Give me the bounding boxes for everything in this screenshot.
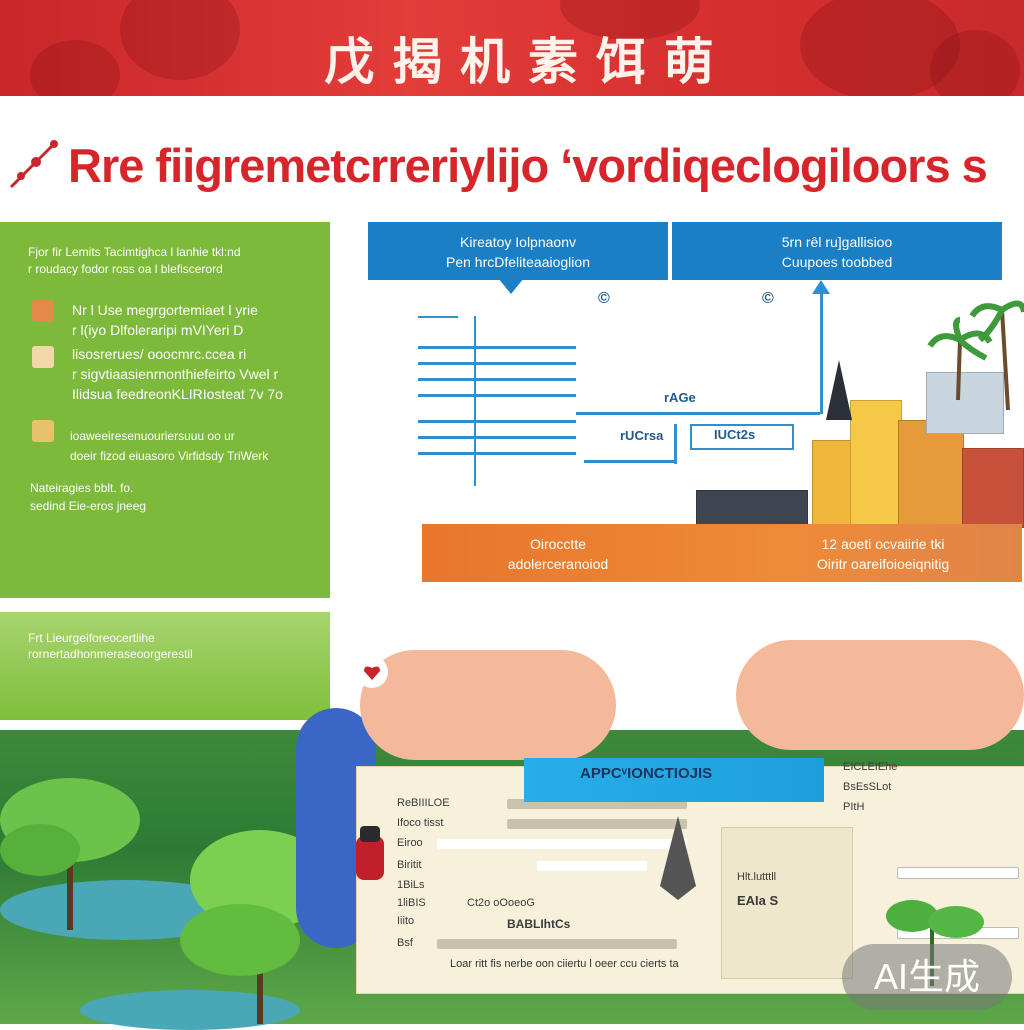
strip-line: rornertadhonmeraseoorgerestil bbox=[28, 647, 193, 661]
stapler-icon bbox=[356, 826, 384, 880]
camera-icon: © bbox=[598, 290, 610, 307]
document-footer: Loar ritt fis nerbe oon ciiertu l oeer c… bbox=[450, 958, 679, 970]
banner-title: 戊 揭 机 素 饵 萌 bbox=[324, 34, 716, 90]
diagram-header-right: 5rn rêl ru]gallisioo Cuupoes toobbed bbox=[672, 222, 1002, 280]
orange-bar-line: adolerceranoiod bbox=[507, 556, 609, 572]
panel-intro-line: r roudacy fodor ross oa l blefiscerord bbox=[28, 262, 223, 276]
arrow-up-icon bbox=[812, 280, 830, 294]
doc-row-label: Ifoco tisst bbox=[397, 817, 444, 829]
hand-left bbox=[360, 650, 616, 760]
diagram-line bbox=[584, 460, 674, 463]
panel-item-line: Ilidsua feedreonKLIRIosteat 7v 7o bbox=[72, 386, 283, 402]
pen-icon bbox=[660, 816, 696, 900]
doc-row-bar bbox=[507, 819, 687, 829]
panel-item-line: sedind Eie-eros jneeg bbox=[30, 499, 147, 513]
palm-tree-icon bbox=[969, 300, 1024, 411]
doc-row-label: Iiito bbox=[397, 915, 415, 927]
orange-bar-line: Oirocctte bbox=[529, 536, 586, 552]
banner-texture bbox=[800, 0, 960, 100]
diagram-header-left: Kireatoy Iolpnaonv Pen hrcDfeliteaaiogli… bbox=[368, 222, 668, 280]
building bbox=[696, 490, 808, 526]
diagram-line bbox=[418, 346, 576, 349]
document-icon bbox=[32, 346, 54, 368]
doc-row-label: EAIa S bbox=[737, 893, 779, 908]
diagram-line bbox=[820, 290, 823, 414]
ai-generated-badge: AI生成 bbox=[842, 944, 1012, 1010]
tree-branch-icon bbox=[9, 140, 58, 189]
tree-icon bbox=[0, 778, 140, 930]
orange-bar-line: 12 aoeti ocvaiirie tki bbox=[821, 536, 945, 552]
doc-row-bar bbox=[437, 939, 677, 949]
headline: Rre fiigremetcrreriylijo ‘vordiqeclogilo… bbox=[68, 139, 988, 192]
diagram-line bbox=[474, 316, 476, 486]
header-line: Kireatoy Iolpnaonv bbox=[460, 234, 576, 250]
panel-item-line: Nr l Use megrgortemiaet l yrie bbox=[72, 302, 258, 318]
diagram-box bbox=[690, 424, 794, 450]
doc-row-label: EICLEIEhe bbox=[843, 761, 898, 773]
headline-band bbox=[0, 96, 1024, 214]
diagram-line bbox=[418, 316, 458, 318]
panel-item-line: lisosrerues/ ooocmrc.ccea ri bbox=[72, 346, 247, 362]
diagram-label: rUCrsa bbox=[620, 428, 664, 443]
diagram-label: rAGe bbox=[664, 390, 696, 405]
diagram-line bbox=[418, 452, 576, 455]
hand-right bbox=[736, 640, 1024, 750]
building bbox=[926, 372, 1004, 434]
doc-row-label: Hlt.lutttll bbox=[737, 871, 777, 883]
panel-item-line: ioaweeiresenuouriersuuu oo ur bbox=[70, 429, 235, 443]
doc-row-label: BsEsSLot bbox=[843, 781, 892, 793]
diagram-line bbox=[576, 412, 820, 415]
header-line: 5rn rêl ru]gallisioo bbox=[781, 234, 893, 250]
heart-icon bbox=[356, 656, 388, 688]
doc-row-label: ReBIIILOE bbox=[397, 797, 450, 809]
panel-item-line: doeir fizod eiuasoro Virfidsdy TriWerk bbox=[70, 449, 269, 463]
church-spire-icon bbox=[826, 360, 852, 420]
green-strip: Frt Lieurgeiforeocertlihe rornertadhonme… bbox=[0, 612, 330, 720]
building bbox=[850, 400, 902, 528]
diagram-line bbox=[418, 420, 576, 423]
doc-row-label: PItH bbox=[843, 801, 865, 813]
banner-texture bbox=[120, 0, 240, 80]
panel-item-line: r sigvtiaasienrnonthiefeirto Vwel r bbox=[72, 366, 279, 382]
strip-line: Frt Lieurgeiforeocertlihe bbox=[28, 631, 155, 645]
diagram-line bbox=[418, 362, 576, 365]
doc-row-label: BABLIhtCs bbox=[507, 917, 571, 931]
lake bbox=[80, 990, 300, 1030]
orange-bar-line: Oiritr oareifoioeiqnitig bbox=[816, 556, 950, 572]
diagram-line bbox=[418, 394, 576, 397]
doc-side-panel bbox=[721, 827, 853, 979]
doc-row-label: Eiroo bbox=[397, 837, 423, 849]
header-pointer-icon bbox=[498, 278, 524, 294]
application-banner: APPCᵛIONCTIOJIS bbox=[524, 758, 824, 802]
tree-icon bbox=[180, 830, 330, 1024]
doc-row-label: 1liBIS bbox=[397, 897, 426, 909]
header-line: Pen hrcDfeliteaaioglion bbox=[446, 254, 590, 270]
doc-row-label: 1BiLs bbox=[397, 879, 425, 891]
briefcase-icon bbox=[32, 300, 54, 322]
panel-item-line: Nateiragies bblt. fo. bbox=[30, 481, 134, 495]
building bbox=[962, 448, 1024, 528]
green-info-panel: Fjor fir Lemits Tacimtighca l lanhie tkl… bbox=[0, 222, 330, 598]
panel-item-line: r l(iyo Dlfoleraripi mVIYeri D bbox=[72, 322, 244, 338]
building bbox=[898, 420, 964, 528]
doc-row-label: Ct2o oOoeoG bbox=[467, 897, 535, 909]
panel-intro-line: Fjor fir Lemits Tacimtighca l lanhie tkl… bbox=[28, 245, 241, 259]
diagram-line bbox=[418, 436, 576, 439]
doc-input[interactable] bbox=[897, 867, 1019, 879]
header-line: Cuupoes toobbed bbox=[781, 254, 893, 270]
tools-icon bbox=[32, 420, 54, 442]
doc-input[interactable] bbox=[437, 839, 687, 849]
doc-row-bar bbox=[507, 799, 687, 809]
doc-row-label: Biritit bbox=[397, 859, 422, 871]
palm-tree-icon bbox=[927, 317, 993, 401]
camera-icon: © bbox=[762, 290, 774, 307]
orange-info-bar: Oirocctte adolerceranoiod 12 aoeti ocvai… bbox=[422, 524, 1022, 582]
doc-row-label: Bsf bbox=[397, 937, 413, 949]
doc-input[interactable] bbox=[537, 861, 647, 871]
building bbox=[812, 440, 854, 528]
diagram-line bbox=[418, 378, 576, 381]
diagram-line bbox=[674, 424, 677, 464]
diagram-label: IUCt2s bbox=[714, 427, 756, 442]
